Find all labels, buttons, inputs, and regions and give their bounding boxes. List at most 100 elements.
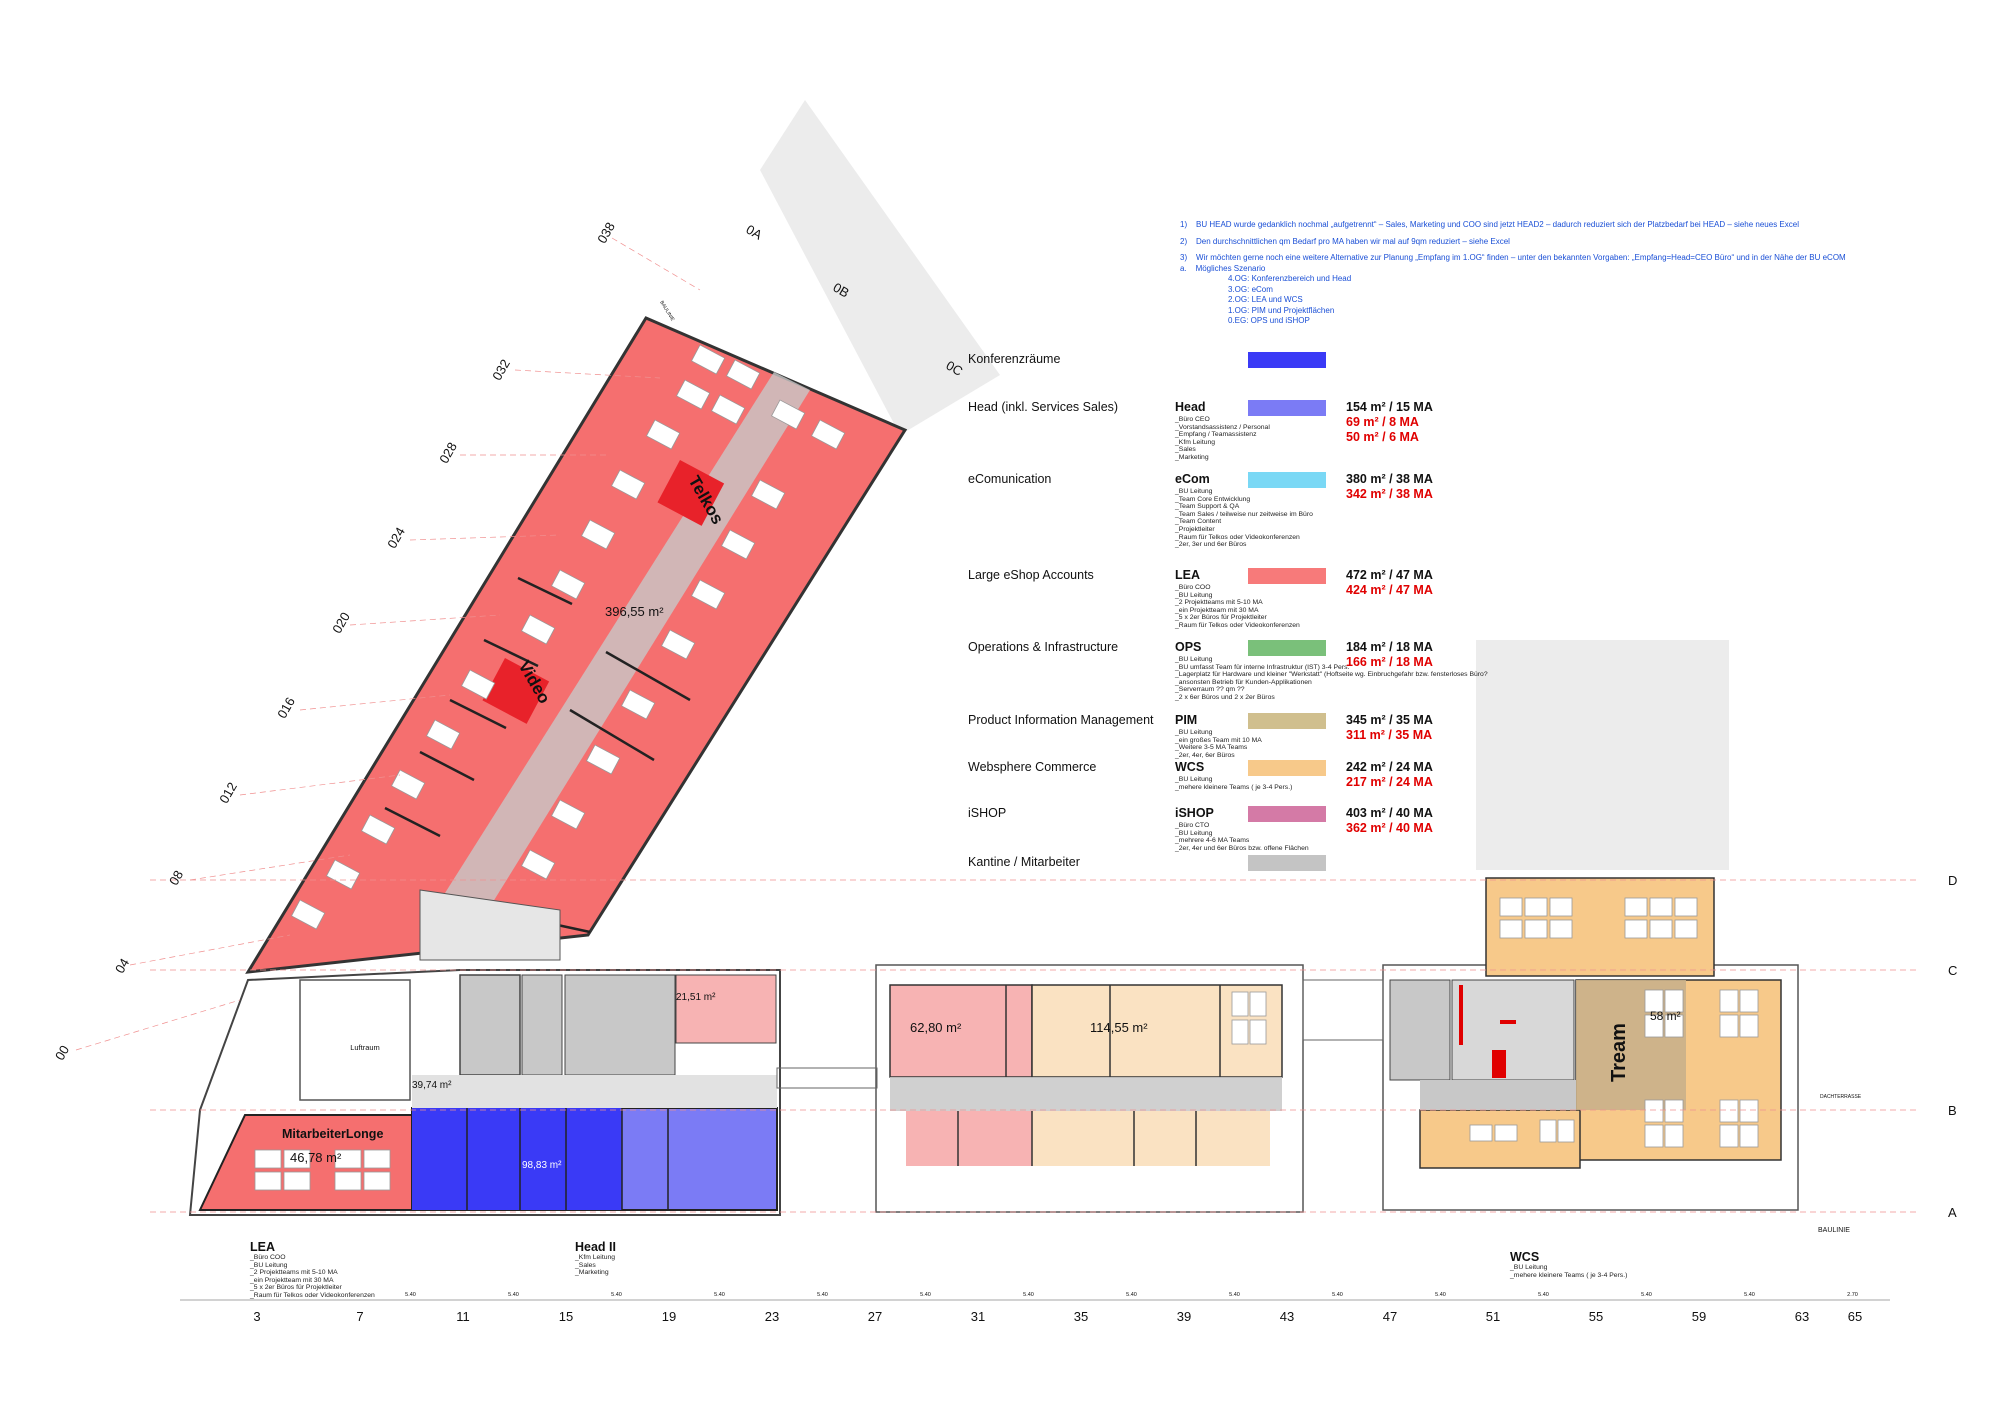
axis-bottom-dim: 5.40 [1435, 1292, 1446, 1298]
dachterrasse-label: DACHTERRASSE [1820, 1094, 1862, 1100]
legend-detail-line: _Sales [1175, 446, 1196, 454]
legend-swatch [1248, 806, 1326, 822]
scenario-line: 2.OG: LEA und WCS [1228, 295, 1303, 304]
legend-swatch [1248, 352, 1326, 368]
legend-detail-line: _2 Projektteams mit 5-10 MA [1175, 599, 1263, 607]
wc-red-marks [1459, 985, 1516, 1078]
legend-code: LEA [1175, 568, 1200, 582]
neighbour-building-east [1476, 640, 1729, 870]
legend-detail-line: _BU Leitung [1175, 776, 1213, 783]
east-corridor [1420, 1080, 1576, 1110]
axis-right-label: D [1948, 873, 1957, 888]
axis-right-label: C [1948, 963, 1957, 978]
stair-core [459, 974, 521, 1076]
axis-diag-label: 08 [166, 868, 186, 888]
axis-diag-label: 028 [436, 440, 460, 466]
legend-detail-line: _Projektleiter [1175, 526, 1215, 533]
legend-swatch [1248, 472, 1326, 488]
legend-label: Large eShop Accounts [968, 568, 1094, 582]
axis-bottom-dim: 5.40 [611, 1292, 622, 1298]
axis-bottom-label: 11 [456, 1309, 470, 1324]
axis-bottom-label: 23 [765, 1309, 779, 1324]
scenario-line: 4.OG: Konferenzbereich und Head [1228, 274, 1352, 283]
legend-code: eCom [1175, 472, 1210, 486]
axis-bottom-label: 51 [1486, 1309, 1500, 1324]
east-core [1389, 979, 1451, 1081]
baulinie-top-label: BAULINIE [658, 300, 676, 323]
legend-area: 472 m² / 47 MA [1346, 568, 1433, 582]
legend-area-new: 166 m² / 18 MA [1346, 655, 1433, 669]
axis-bottom-dim: 5.40 [1126, 1292, 1137, 1298]
legend-detail-line: _Team Sales / teilweise nur zeitweise im… [1175, 510, 1313, 518]
legend-detail-line: _5 x 2er Büros für Projektleiter [1175, 614, 1267, 622]
axis-diag-label: 038 [594, 220, 618, 246]
bottom-block-line: _ein Projektteam mit 30 MA [250, 1276, 334, 1284]
longe-desks [254, 1149, 391, 1191]
bottom-block-line: _mehere kleinere Teams ( je 3-4 Pers.) [1510, 1271, 1628, 1279]
video-room [482, 658, 550, 724]
conference-area [412, 1108, 622, 1210]
axis-right-label: B [1948, 1103, 1957, 1118]
legend-detail-line: _2 x 6er Büros und 2 x 2er Büros [1175, 694, 1275, 701]
axis-diag-label: 00 [52, 1043, 72, 1063]
room-a-area-label: 62,80 m² [910, 1020, 962, 1035]
legend-detail-line: _2er, 4er und 6er Büros bzw. offene Fläc… [1175, 844, 1309, 852]
legend-detail-line: _ein Projektteam mit 30 MA [1175, 606, 1259, 614]
axis-bottom-label: 7 [356, 1309, 363, 1324]
legend-swatch [1248, 855, 1326, 871]
bottom-block-line: _Büro COO [250, 1254, 286, 1261]
legend-detail-line: _Weitere 3-5 MA Teams [1175, 744, 1248, 752]
axis-diag-label: 020 [329, 610, 353, 636]
note-text: Wir möchten gerne noch eine weitere Alte… [1196, 253, 1846, 262]
legend-detail-line: _2er, 4er, 6er Büros [1175, 751, 1235, 759]
axis-bottom-label: 43 [1280, 1309, 1294, 1324]
axis-bottom-dim: 5.40 [1641, 1292, 1652, 1298]
legend-detail-line: _Raum für Telkos oder Videokonferenzen [1175, 533, 1300, 541]
scenario-num: a. [1180, 263, 1187, 273]
scenario-title-text: Mögliches Szenario [1195, 263, 1266, 273]
legend-detail-line: _mehrere 4-6 MA Teams [1175, 837, 1250, 845]
axis-bottom-dim: 5.40 [1744, 1292, 1755, 1298]
bottom-block-line: _2 Projektteams mit 5-10 MA [250, 1269, 338, 1277]
legend-label: Websphere Commerce [968, 760, 1097, 774]
entrance-core [419, 889, 561, 961]
axis-bottom-dim: 5.40 [1229, 1292, 1240, 1298]
legend-detail-line: _Kfm Leitung [1175, 438, 1216, 446]
middle-partitions [957, 985, 1221, 1166]
axis-bottom-label: 47 [1383, 1309, 1397, 1324]
legend-label: Product Information Management [968, 713, 1154, 727]
legend-area: 345 m² / 35 MA [1346, 713, 1433, 727]
legend-label: eComunication [968, 472, 1052, 486]
luftraum-label: Luftraum [350, 1043, 380, 1052]
axis-diag-label: 032 [489, 357, 513, 383]
room-a [889, 984, 1033, 1078]
legend-detail-line: _Vorstandsassistenz / Personal [1175, 423, 1270, 431]
wing-area-label: 396,55 m² [605, 604, 664, 619]
wing-desks [291, 344, 846, 930]
legend-detail-line: _BU Leitung [1175, 656, 1213, 663]
legend-detail-line: _Marketing [1175, 454, 1209, 461]
legend-area: 242 m² / 24 MA [1346, 760, 1433, 774]
legend-area: 403 m² / 40 MA [1346, 806, 1433, 820]
axis-bottom-label: 65 [1848, 1309, 1862, 1324]
note-1: 1) BU HEAD wurde gedanklich nochmal „auf… [1180, 220, 1880, 231]
legend-code: Head [1175, 400, 1206, 414]
bottom-block-line: _Marketing [575, 1269, 609, 1277]
small-room [675, 974, 777, 1044]
axis-diag-label: 024 [384, 525, 408, 551]
head-area-label: 98,83 m² [522, 1160, 562, 1171]
legend-swatch [1248, 760, 1326, 776]
axis-bottom-label: 55 [1589, 1309, 1603, 1324]
legend-detail-line: _BU Leitung [1175, 729, 1213, 736]
axis-bottom-dim: 5.40 [508, 1292, 519, 1298]
legend-swatch [1248, 568, 1326, 584]
axis-bottom-label: 35 [1074, 1309, 1088, 1324]
axis-diag-label: 04 [112, 956, 132, 976]
axis-diag-label: 016 [274, 695, 298, 721]
luftraum-void [299, 979, 411, 1101]
legend-detail-line: _BU Leitung [1175, 591, 1213, 599]
axis-top-label: 0A [744, 222, 766, 243]
scenario-line: 3.OG: eCom [1228, 284, 1273, 294]
legend-label: Head (inkl. Services Sales) [968, 400, 1119, 414]
